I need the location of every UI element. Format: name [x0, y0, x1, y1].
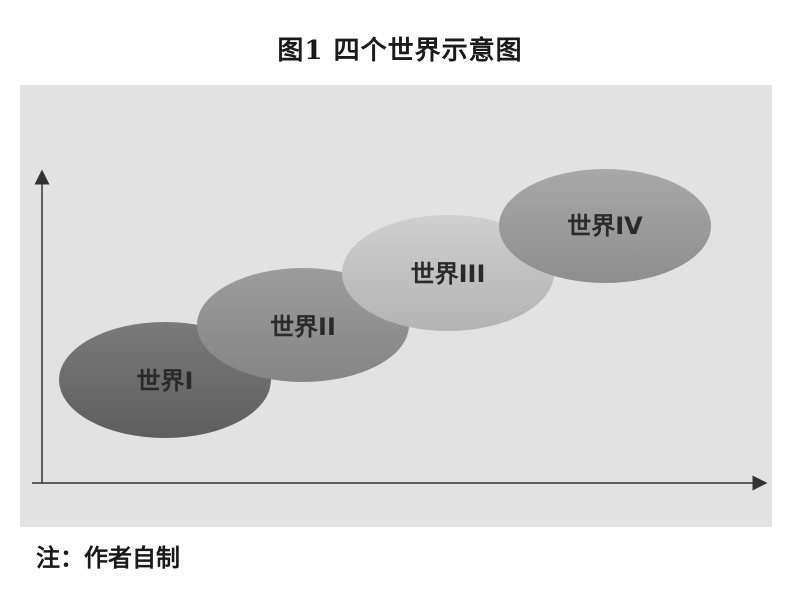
world-3-ellipse: 世界III: [342, 215, 554, 331]
world-4-ellipse: 世界IV: [499, 169, 711, 283]
diagram-panel: 世界I 世界II 世界III 世界IV: [20, 85, 772, 527]
world-3-label: 世界III: [411, 260, 486, 288]
four-worlds-diagram: 世界I 世界II 世界III 世界IV: [32, 169, 768, 491]
world-2-label: 世界II: [270, 313, 336, 341]
world-4-label: 世界IV: [567, 212, 643, 240]
world-1-label: 世界I: [137, 367, 194, 395]
figure-note: 注：作者自制: [36, 543, 180, 572]
figure-title: 图1 四个世界示意图: [277, 36, 523, 66]
